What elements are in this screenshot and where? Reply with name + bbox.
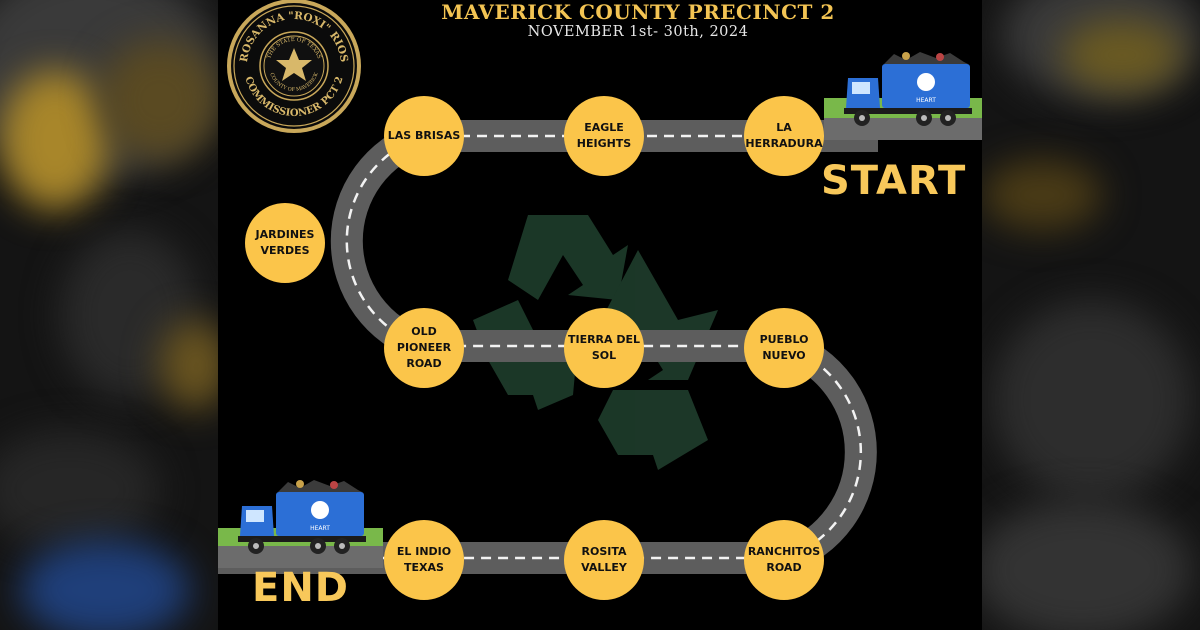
commissioner-seal: ROSANNA "ROXI" RIOS COMMISSIONER PCT 2 T… — [227, 0, 361, 133]
road-strip-start — [824, 118, 982, 140]
svg-text:HEART: HEART — [310, 525, 330, 532]
stop-las-brisas: LAS BRISAS — [384, 96, 464, 176]
start-label: START — [821, 158, 967, 204]
garbage-truck-icon: HEART — [844, 52, 972, 126]
blurred-background-left — [0, 0, 218, 630]
collection-route-poster: HEART HEART — [218, 0, 982, 630]
page-title: MAVERICK COUNTY PRECINCT 2 — [441, 0, 835, 24]
date-range: NOVEMBER 1st- 30th, 2024 — [527, 24, 749, 40]
route-graphics: HEART HEART — [218, 0, 982, 574]
svg-text:HEART: HEART — [916, 97, 936, 104]
end-label: END — [252, 565, 350, 611]
garbage-truck-icon: HEART — [238, 480, 366, 554]
blurred-background-right — [982, 0, 1200, 630]
